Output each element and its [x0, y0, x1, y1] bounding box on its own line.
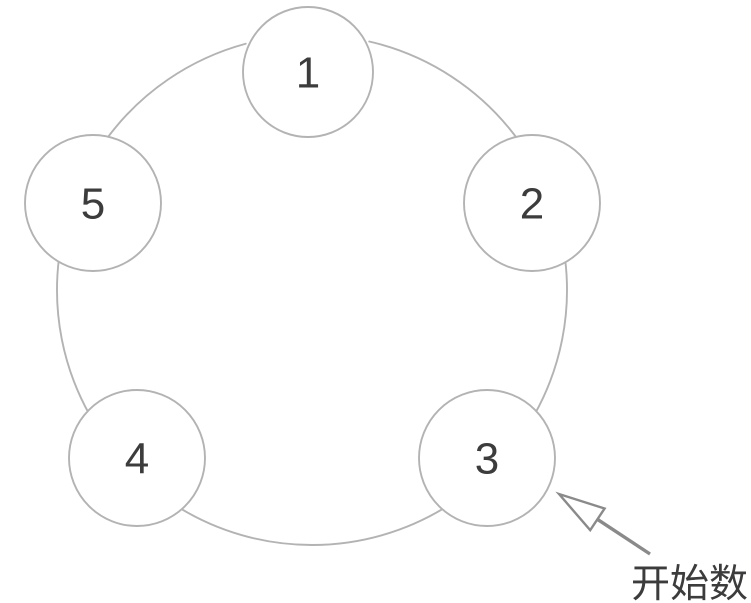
start-annotation: 开始数	[555, 491, 748, 603]
link-4-5	[56, 257, 91, 416]
node-5-circle[interactable]	[24, 134, 162, 272]
arrow-up-left-icon-head	[555, 491, 607, 533]
link-3-4	[177, 506, 447, 546]
node-3-label: 3	[475, 435, 499, 484]
node-2-label: 2	[520, 180, 544, 229]
arrow-up-left-icon-shaft	[596, 517, 651, 556]
node-2[interactable]: 2	[463, 134, 601, 272]
node-5-label: 5	[81, 180, 105, 229]
node-4-label: 4	[125, 435, 149, 484]
node-4-circle[interactable]	[68, 389, 206, 527]
link-group	[56, 40, 568, 546]
node-3[interactable]: 3	[418, 389, 556, 527]
node-5[interactable]: 5	[24, 134, 162, 272]
node-1-circle[interactable]	[242, 6, 374, 138]
link-2-3	[533, 258, 568, 416]
node-group: 1 2 3 4 5	[24, 6, 601, 527]
node-1[interactable]: 1	[242, 6, 374, 138]
node-1-label: 1	[296, 49, 320, 98]
link-1-2	[368, 40, 519, 141]
link-5-1	[105, 42, 247, 140]
start-annotation-label: 开始数	[631, 562, 748, 603]
node-2-circle[interactable]	[463, 134, 601, 272]
node-4[interactable]: 4	[68, 389, 206, 527]
node-3-circle[interactable]	[418, 389, 556, 527]
